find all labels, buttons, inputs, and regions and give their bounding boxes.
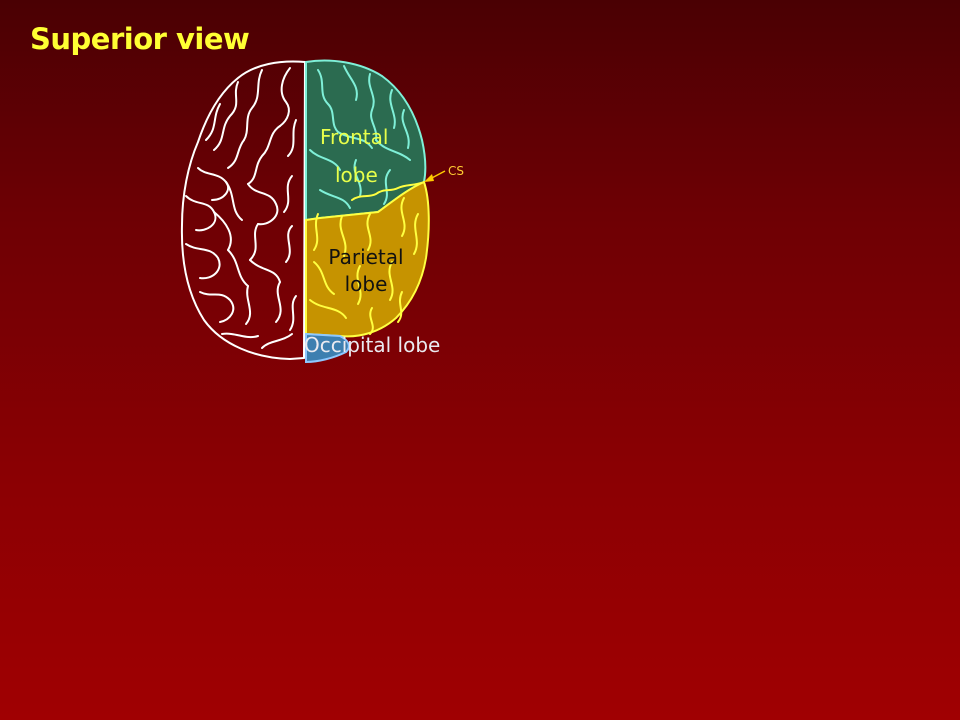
occipital-lobe-label: Occipital lobe bbox=[304, 333, 441, 357]
left-hemisphere bbox=[180, 60, 306, 360]
parietal-label-line1: Parietal bbox=[328, 245, 404, 269]
cs-arrow-icon bbox=[424, 170, 446, 182]
parietal-lobe-label: Parietal lobe bbox=[325, 244, 407, 298]
frontal-label-line2: lobe bbox=[335, 163, 378, 187]
cs-label: CS bbox=[448, 164, 464, 178]
parietal-lobe bbox=[305, 180, 430, 338]
slide-title: Superior view bbox=[30, 22, 250, 56]
frontal-label-line1: Frontal bbox=[320, 125, 389, 149]
occipital-lobe bbox=[305, 332, 350, 364]
frontal-lobe-label: Frontal lobe bbox=[320, 118, 388, 194]
parietal-label-line2: lobe bbox=[344, 272, 388, 296]
